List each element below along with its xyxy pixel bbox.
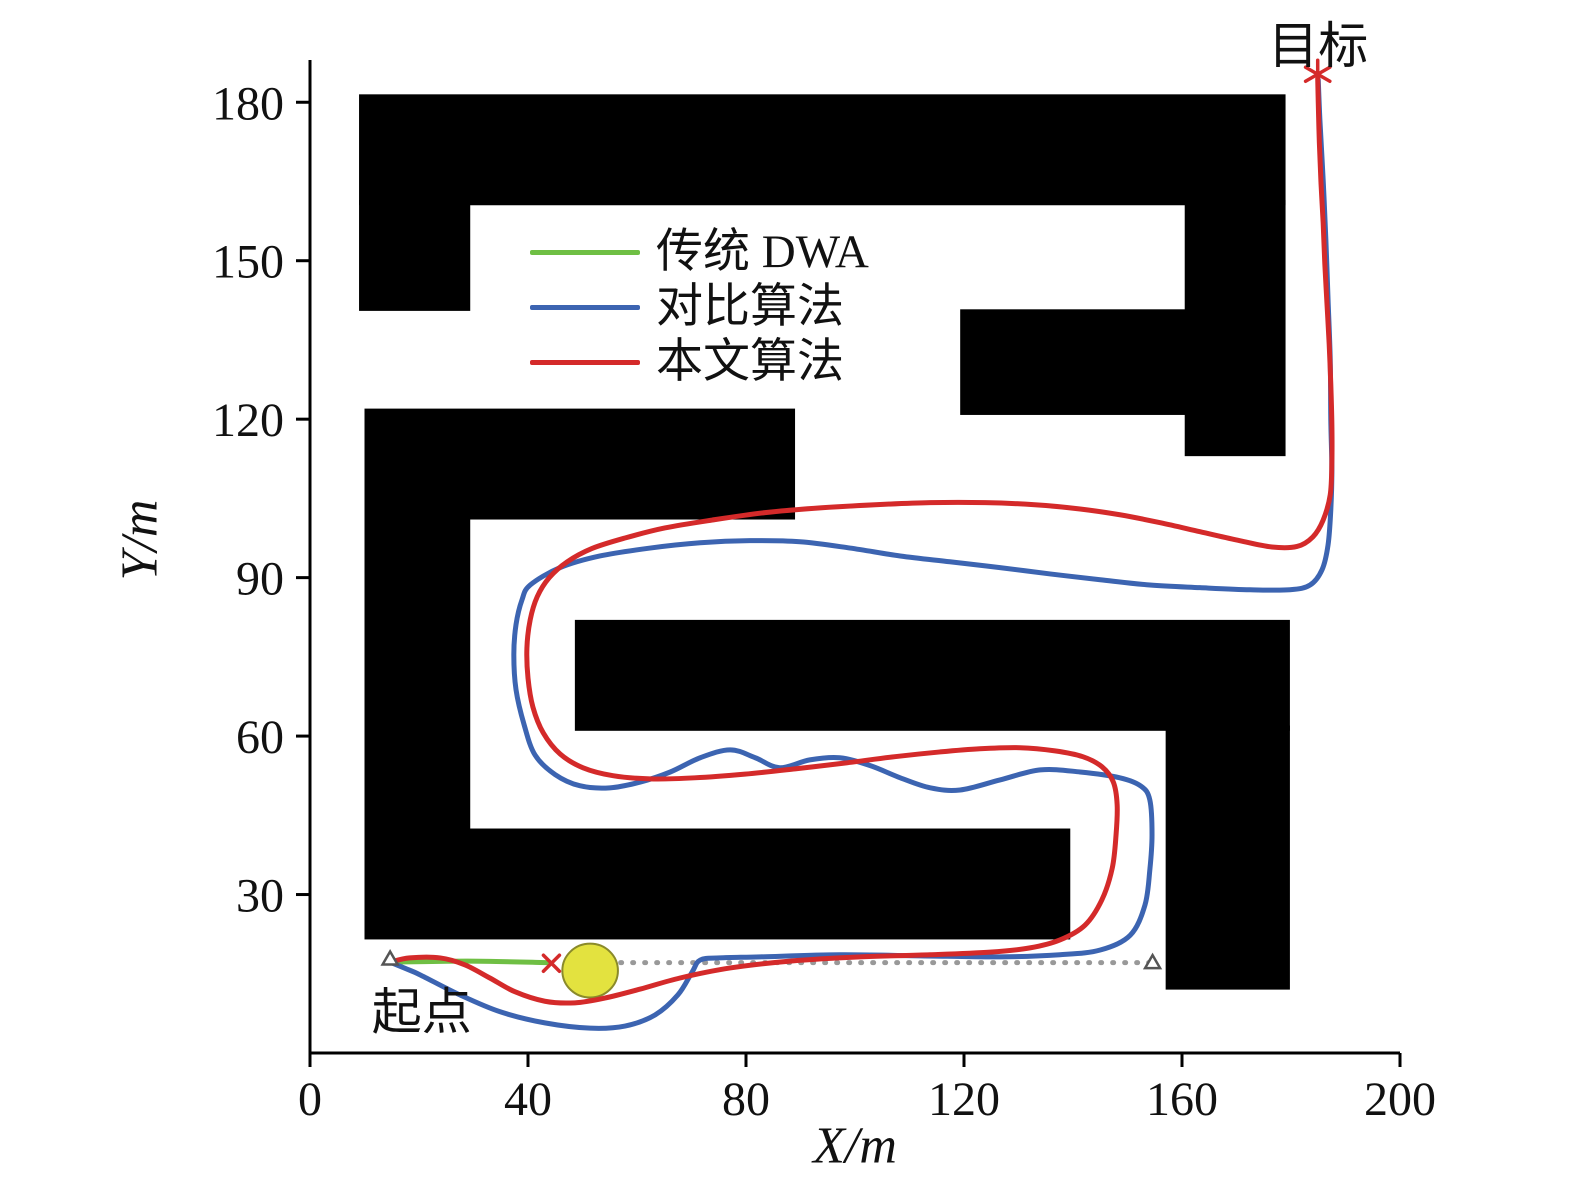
circular-obstacle: [561, 942, 619, 999]
obstacle-block: [574, 619, 1290, 731]
obstacle-block: [359, 94, 1286, 206]
y-tick-label: 90: [236, 553, 284, 606]
goal-label: 目标: [1268, 17, 1369, 74]
obstacle-block: [364, 828, 1071, 940]
y-tick-label: 60: [236, 711, 284, 764]
x-tick-label: 0: [298, 1073, 322, 1126]
obstacle-block: [1184, 199, 1286, 457]
y-tick-label: 30: [236, 870, 284, 923]
start-label: 起点: [371, 984, 472, 1041]
x-tick-label: 160: [1146, 1073, 1218, 1126]
obstacle-block: [364, 408, 796, 520]
obstacle-block: [960, 309, 1187, 415]
obstacle-block: [364, 514, 471, 832]
start-triangle-marker: [380, 948, 400, 966]
legend-line-sample-blue: [530, 305, 640, 310]
obstacle-block: [1165, 725, 1290, 990]
x-tick-label: 200: [1364, 1073, 1436, 1126]
legend-item-comparison: 对比算法: [530, 280, 869, 335]
legend-label-proposed: 本文算法: [656, 336, 844, 388]
x-axis-title: X/m: [813, 1117, 897, 1175]
comparison-path: [387, 77, 1335, 1031]
traditional-dwa-path: [387, 958, 551, 966]
legend-line-sample-green: [530, 250, 640, 255]
reference-end-triangle-marker: [1142, 952, 1163, 970]
y-tick-label: 150: [212, 236, 284, 289]
y-tick-label: 120: [212, 394, 284, 447]
legend-label-traditional-dwa: 传统 DWA: [656, 226, 869, 278]
obstacle-block: [359, 199, 471, 311]
legend-label-comparison: 对比算法: [656, 281, 844, 333]
goal-asterisk-marker: [1303, 58, 1332, 91]
x-tick-label: 80: [722, 1073, 770, 1126]
legend-item-proposed: 本文算法: [530, 335, 869, 390]
legend-item-traditional-dwa: 传统 DWA: [530, 225, 869, 280]
legend-line-sample-red: [530, 360, 640, 365]
dwa-end-x-marker: [541, 953, 562, 973]
x-tick-label: 120: [928, 1073, 1000, 1126]
legend: 传统 DWA 对比算法 本文算法: [530, 225, 869, 390]
y-axis-title: Y/m: [111, 499, 169, 581]
proposed-path: [387, 75, 1335, 1006]
x-tick-label: 40: [504, 1073, 552, 1126]
y-tick-label: 180: [212, 77, 284, 130]
